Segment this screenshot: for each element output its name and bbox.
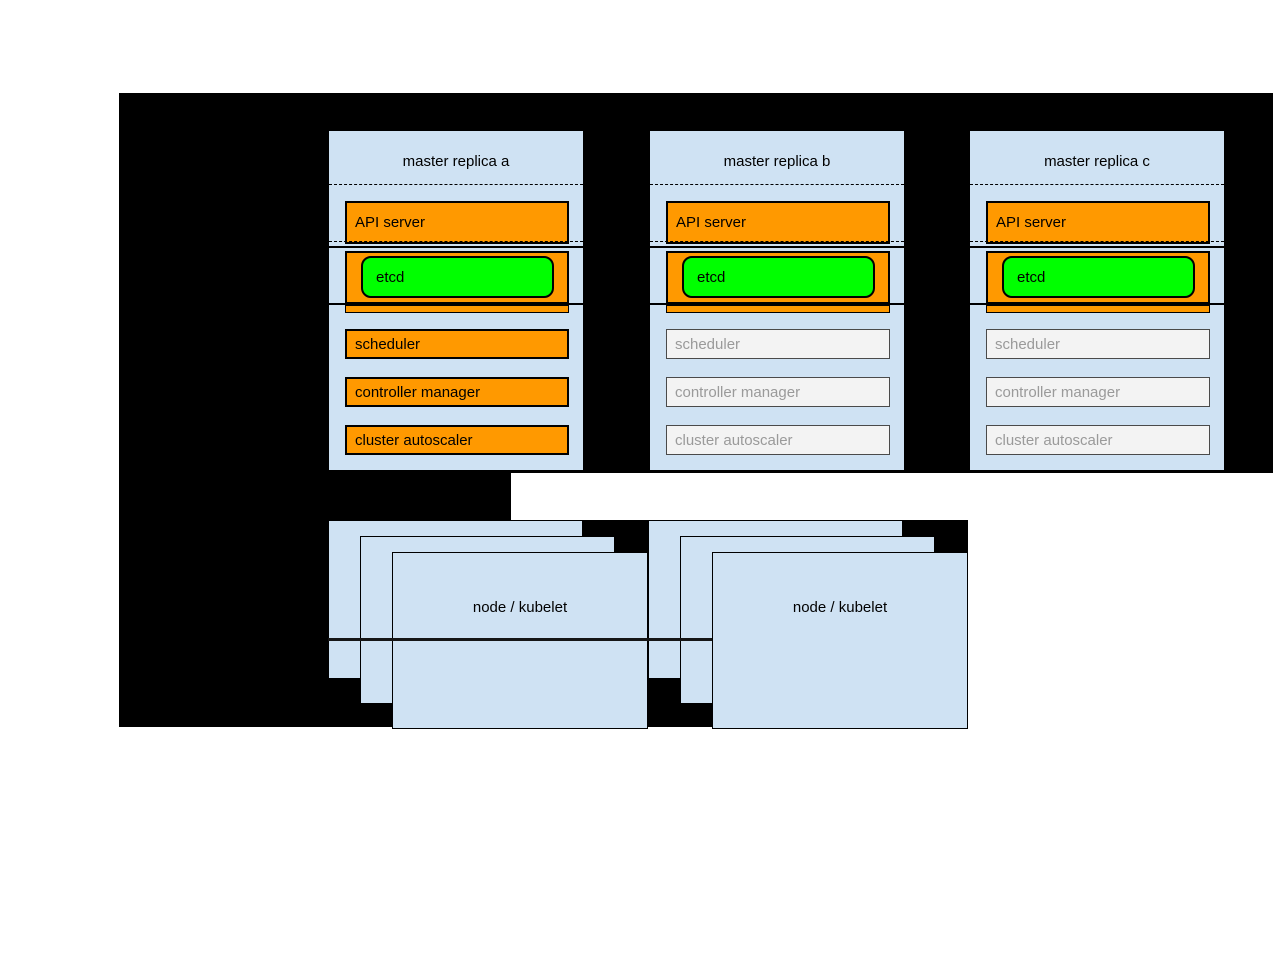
- api-server-box: API server: [666, 201, 890, 244]
- node-label: node / kubelet: [792, 599, 888, 616]
- etcd-pill: etcd: [682, 256, 875, 298]
- etcd-container-box: etcd: [345, 251, 569, 304]
- controller-manager-box: controller manager: [986, 377, 1210, 407]
- dashed-separator: [970, 241, 1224, 242]
- node-divider-line: [328, 638, 712, 641]
- solid-separator: [650, 303, 904, 305]
- etcd-pill: etcd: [361, 256, 554, 298]
- scheduler-box: scheduler: [345, 329, 569, 359]
- controller-manager-box: controller manager: [666, 377, 890, 407]
- dashed-separator: [329, 241, 583, 242]
- api-server-box: API server: [345, 201, 569, 244]
- scheduler-box: scheduler: [666, 329, 890, 359]
- etcd-footer-strip: [986, 305, 1210, 313]
- master-replica-b-box: master replica b API server etcd schedul…: [649, 130, 905, 471]
- cluster-autoscaler-box: cluster autoscaler: [666, 425, 890, 455]
- cluster-autoscaler-box: cluster autoscaler: [345, 425, 569, 455]
- etcd-footer-strip: [666, 305, 890, 313]
- node-box-front: node / kubelet: [712, 552, 968, 729]
- solid-separator: [329, 246, 583, 248]
- controller-manager-box: controller manager: [345, 377, 569, 407]
- dashed-separator: [650, 184, 904, 185]
- api-server-box: API server: [986, 201, 1210, 244]
- master-title: master replica c: [1044, 153, 1150, 170]
- solid-separator: [970, 246, 1224, 248]
- background-shape-left: [119, 473, 511, 520]
- etcd-footer-strip: [345, 305, 569, 313]
- etcd-container-box: etcd: [986, 251, 1210, 304]
- master-replica-c-box: master replica c API server etcd schedul…: [969, 130, 1225, 471]
- node-label: node / kubelet: [472, 599, 568, 616]
- etcd-pill: etcd: [1002, 256, 1195, 298]
- dashed-separator: [650, 241, 904, 242]
- solid-separator: [970, 303, 1224, 305]
- solid-separator: [650, 246, 904, 248]
- scheduler-box: scheduler: [986, 329, 1210, 359]
- master-title: master replica b: [723, 153, 831, 170]
- dashed-separator: [329, 184, 583, 185]
- master-replica-a-box: master replica a API server etcd schedul…: [328, 130, 584, 471]
- master-title: master replica a: [402, 153, 510, 170]
- dashed-separator: [970, 184, 1224, 185]
- solid-separator: [329, 303, 583, 305]
- cluster-autoscaler-box: cluster autoscaler: [986, 425, 1210, 455]
- etcd-container-box: etcd: [666, 251, 890, 304]
